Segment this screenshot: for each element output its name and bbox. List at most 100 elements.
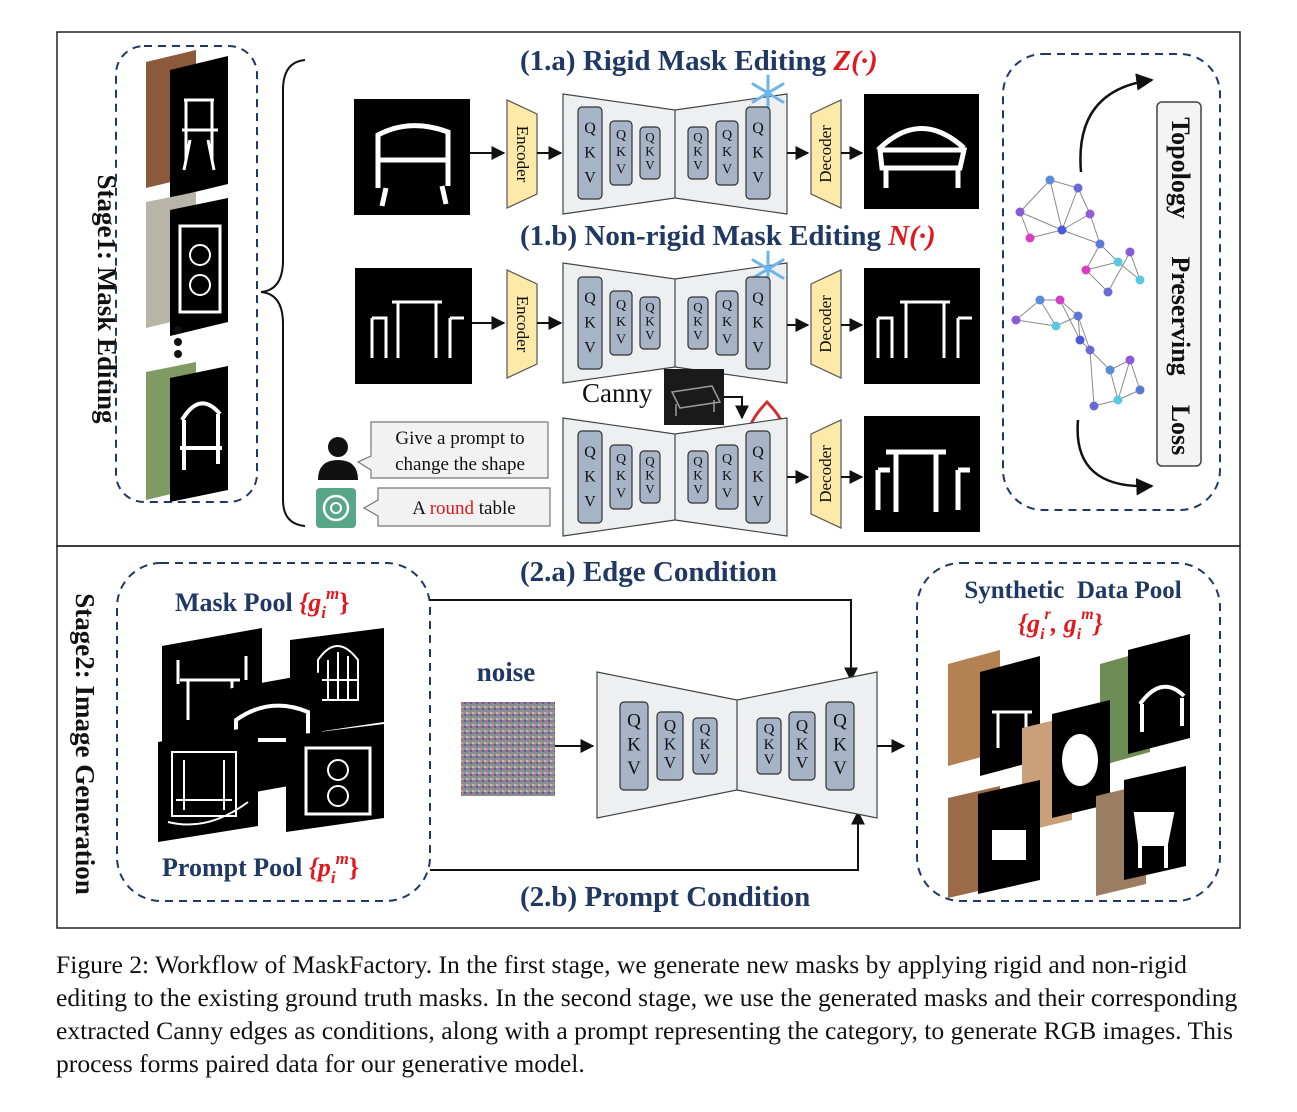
graph-edge [1109, 369, 1119, 401]
qkv-block: QKV [715, 290, 739, 356]
qkv-block: QKV [639, 296, 661, 350]
graph-edge [1061, 229, 1101, 245]
graph-node [1095, 239, 1105, 249]
qkv-letter: K [616, 469, 626, 484]
qkv-block: QKV [745, 430, 771, 524]
qkv-letter: K [645, 314, 655, 329]
qkv-letter: K [764, 737, 775, 753]
figure-caption: Figure 2: Workflow of MaskFactory. In th… [56, 950, 1238, 1078]
answer-text: A round table [412, 498, 515, 519]
graph-edge [1085, 261, 1119, 271]
graph-edge [1015, 299, 1041, 321]
input-image-stack-1 [146, 50, 228, 198]
qkv-letter: K [752, 469, 764, 486]
qkv-block: QKV [756, 717, 782, 775]
qkv-letter: K [645, 468, 655, 483]
qkv-letter: V [752, 169, 764, 186]
rigid-decoder [810, 99, 842, 209]
loss-word-preserving: Preserving [1166, 256, 1195, 375]
qkv-letter: V [664, 753, 677, 772]
qkv-letter: K [833, 734, 847, 755]
qkv-letter: K [645, 144, 655, 159]
graph-edge [1085, 269, 1109, 293]
qkv-letter: Q [693, 300, 703, 315]
loss-label-box [1156, 101, 1202, 467]
loss-arrow-bottom [1076, 419, 1154, 496]
graph-node [1103, 287, 1113, 297]
input-image-stack-2 [146, 192, 228, 336]
qkv-letter: Q [700, 722, 711, 738]
qkv-letter: K [584, 469, 596, 486]
graph-node [1125, 247, 1135, 257]
qkv-letter: V [722, 162, 732, 177]
graph-edge [1049, 179, 1079, 189]
graph-node [1081, 265, 1091, 275]
qkv-letter: V [584, 493, 596, 510]
prompt-pool-title: Prompt Pool {pim} [162, 849, 359, 887]
qkv-letter: V [752, 339, 764, 356]
qkv-letter: K [584, 315, 596, 332]
loss-arrow-top [1079, 73, 1154, 173]
chatgpt-icon [316, 488, 356, 528]
qkv-letter: V [645, 482, 655, 497]
graph-node [1135, 385, 1145, 395]
qkv-letter: K [693, 468, 703, 483]
qkv-letter: K [722, 315, 732, 330]
qkv-letter: V [645, 328, 655, 343]
nonrigid-encoder [506, 269, 538, 379]
input-image-stack-3 [146, 362, 228, 502]
graph-node [1073, 183, 1083, 193]
qkv-letter: V [700, 752, 711, 768]
qkv-letter: Q [645, 454, 655, 469]
graph-edge [1061, 213, 1091, 231]
qkv-letter: V [722, 332, 732, 347]
qkv-letter: V [693, 158, 703, 173]
loss-word-topology: Topology [1166, 117, 1195, 219]
qkv-block: QKV [692, 717, 718, 775]
nonrigid-decoder [810, 269, 842, 379]
graph-edge [1089, 213, 1101, 245]
prompt-decoder-label: Decoder [816, 445, 835, 503]
snowflake-icon [751, 74, 785, 112]
input-masks-box [115, 45, 258, 503]
rigid-title: (1.a) Rigid Mask Editing Z(·) [520, 45, 878, 77]
graph-node [1135, 275, 1145, 285]
qkv-letter: K [752, 315, 764, 332]
qkv-block: QKV [639, 450, 661, 504]
qkv-block: QKV [639, 126, 661, 180]
graph-edge [1061, 187, 1079, 231]
prompt-output-mask [864, 416, 980, 532]
ellipsis-dots [174, 326, 182, 358]
rigid-decoder-label: Decoder [816, 125, 835, 183]
graph-node [1113, 257, 1123, 267]
nonrigid-encoder-label: Encoder [513, 296, 532, 353]
mask-pool-title: Mask Pool {gim} [175, 584, 350, 622]
qkv-block: QKV [656, 711, 684, 781]
edge-condition-title: (2.a) Edge Condition [520, 556, 777, 588]
qkv-block: QKV [687, 296, 709, 350]
graph-edge [1019, 179, 1051, 213]
qkv-letter: Q [722, 128, 732, 143]
graph-node [1057, 225, 1067, 235]
qkv-letter: Q [616, 452, 626, 467]
qkv-letter: K [722, 145, 732, 160]
graph-node [1105, 365, 1115, 375]
prompt-condition-title: (2.b) Prompt Condition [520, 881, 810, 913]
qkv-letter: K [584, 145, 596, 162]
graph-node [1113, 395, 1123, 405]
nonrigid-input-mask [355, 268, 472, 384]
qkv-letter: Q [584, 290, 596, 307]
qkv-letter: V [645, 158, 655, 173]
rigid-encoder [506, 99, 538, 209]
synthetic-pool-box [916, 562, 1221, 902]
graph-edge [1089, 349, 1111, 371]
qkv-letter: K [616, 315, 626, 330]
qkv-letter: V [764, 752, 775, 768]
qkv-letter: K [693, 314, 703, 329]
graph-node [1073, 311, 1083, 321]
graph-node [1055, 295, 1065, 305]
qkv-letter: Q [584, 120, 596, 137]
topology-loss-box [1002, 53, 1221, 511]
qkv-block: QKV [687, 450, 709, 504]
qkv-letter: V [722, 486, 732, 501]
